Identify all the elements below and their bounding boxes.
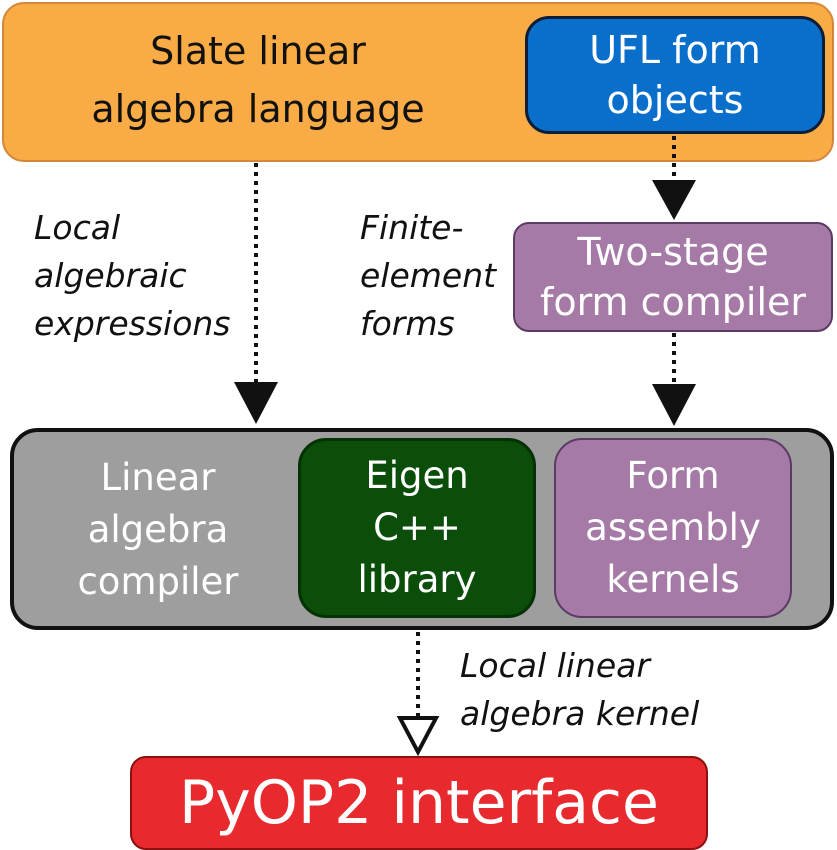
arrow-two-stage-to-form-assembly (652, 333, 696, 426)
local-label-line-2: algebraic (34, 256, 187, 295)
eigen-line-3: library (357, 558, 477, 601)
form-line-3: kernels (606, 558, 740, 601)
local-linear-algebra-kernel-label: Local linear algebra kernel (460, 642, 699, 738)
linalg-line-1: Linear (100, 456, 216, 499)
two-stage-line-2: form compiler (539, 280, 807, 324)
form-assembly-kernels-box: Form assembly kernels (554, 438, 792, 618)
local-label-line-3: expressions (34, 304, 231, 343)
arrow-slate-to-compiler (234, 163, 278, 424)
linear-algebra-compiler-label: Linear algebra compiler (48, 452, 268, 608)
ufl-form-objects-box: UFL form objects (525, 16, 825, 134)
eigen-line-1: Eigen (365, 454, 469, 497)
fe-label-line-3: forms (360, 304, 455, 343)
fe-label-line-2: element (360, 256, 497, 295)
two-stage-line-1: Two-stage (577, 230, 769, 274)
form-line-1: Form (626, 454, 720, 497)
slate-language-label: Slate linear algebra language (48, 22, 468, 138)
local-label-line-1: Local (34, 208, 121, 247)
kernel-label-line-1: Local linear (460, 646, 650, 685)
fe-label-line-1: Finite- (360, 208, 464, 247)
form-line-2: assembly (585, 506, 761, 549)
arrow-eigen-to-pyop2 (396, 632, 440, 757)
eigen-library-box: Eigen C++ library (298, 438, 536, 618)
kernel-label-line-2: algebra kernel (460, 694, 700, 733)
linalg-line-3: compiler (77, 560, 239, 603)
ufl-line-2: objects (606, 78, 744, 122)
local-algebraic-expressions-label: Local algebraic expressions (34, 204, 231, 348)
pyop2-interface-box: PyOP2 interface (130, 756, 708, 850)
slate-line-1: Slate linear (150, 29, 366, 73)
pyop2-label: PyOP2 interface (179, 768, 659, 838)
ufl-line-1: UFL form (589, 28, 761, 72)
arrow-ufl-to-two-stage (652, 136, 696, 220)
finite-element-forms-label: Finite- element forms (360, 204, 496, 348)
linalg-line-2: algebra (87, 508, 229, 551)
eigen-line-2: C++ (373, 506, 461, 549)
two-stage-form-compiler-box: Two-stage form compiler (513, 222, 833, 332)
slate-line-2: algebra language (91, 87, 425, 131)
